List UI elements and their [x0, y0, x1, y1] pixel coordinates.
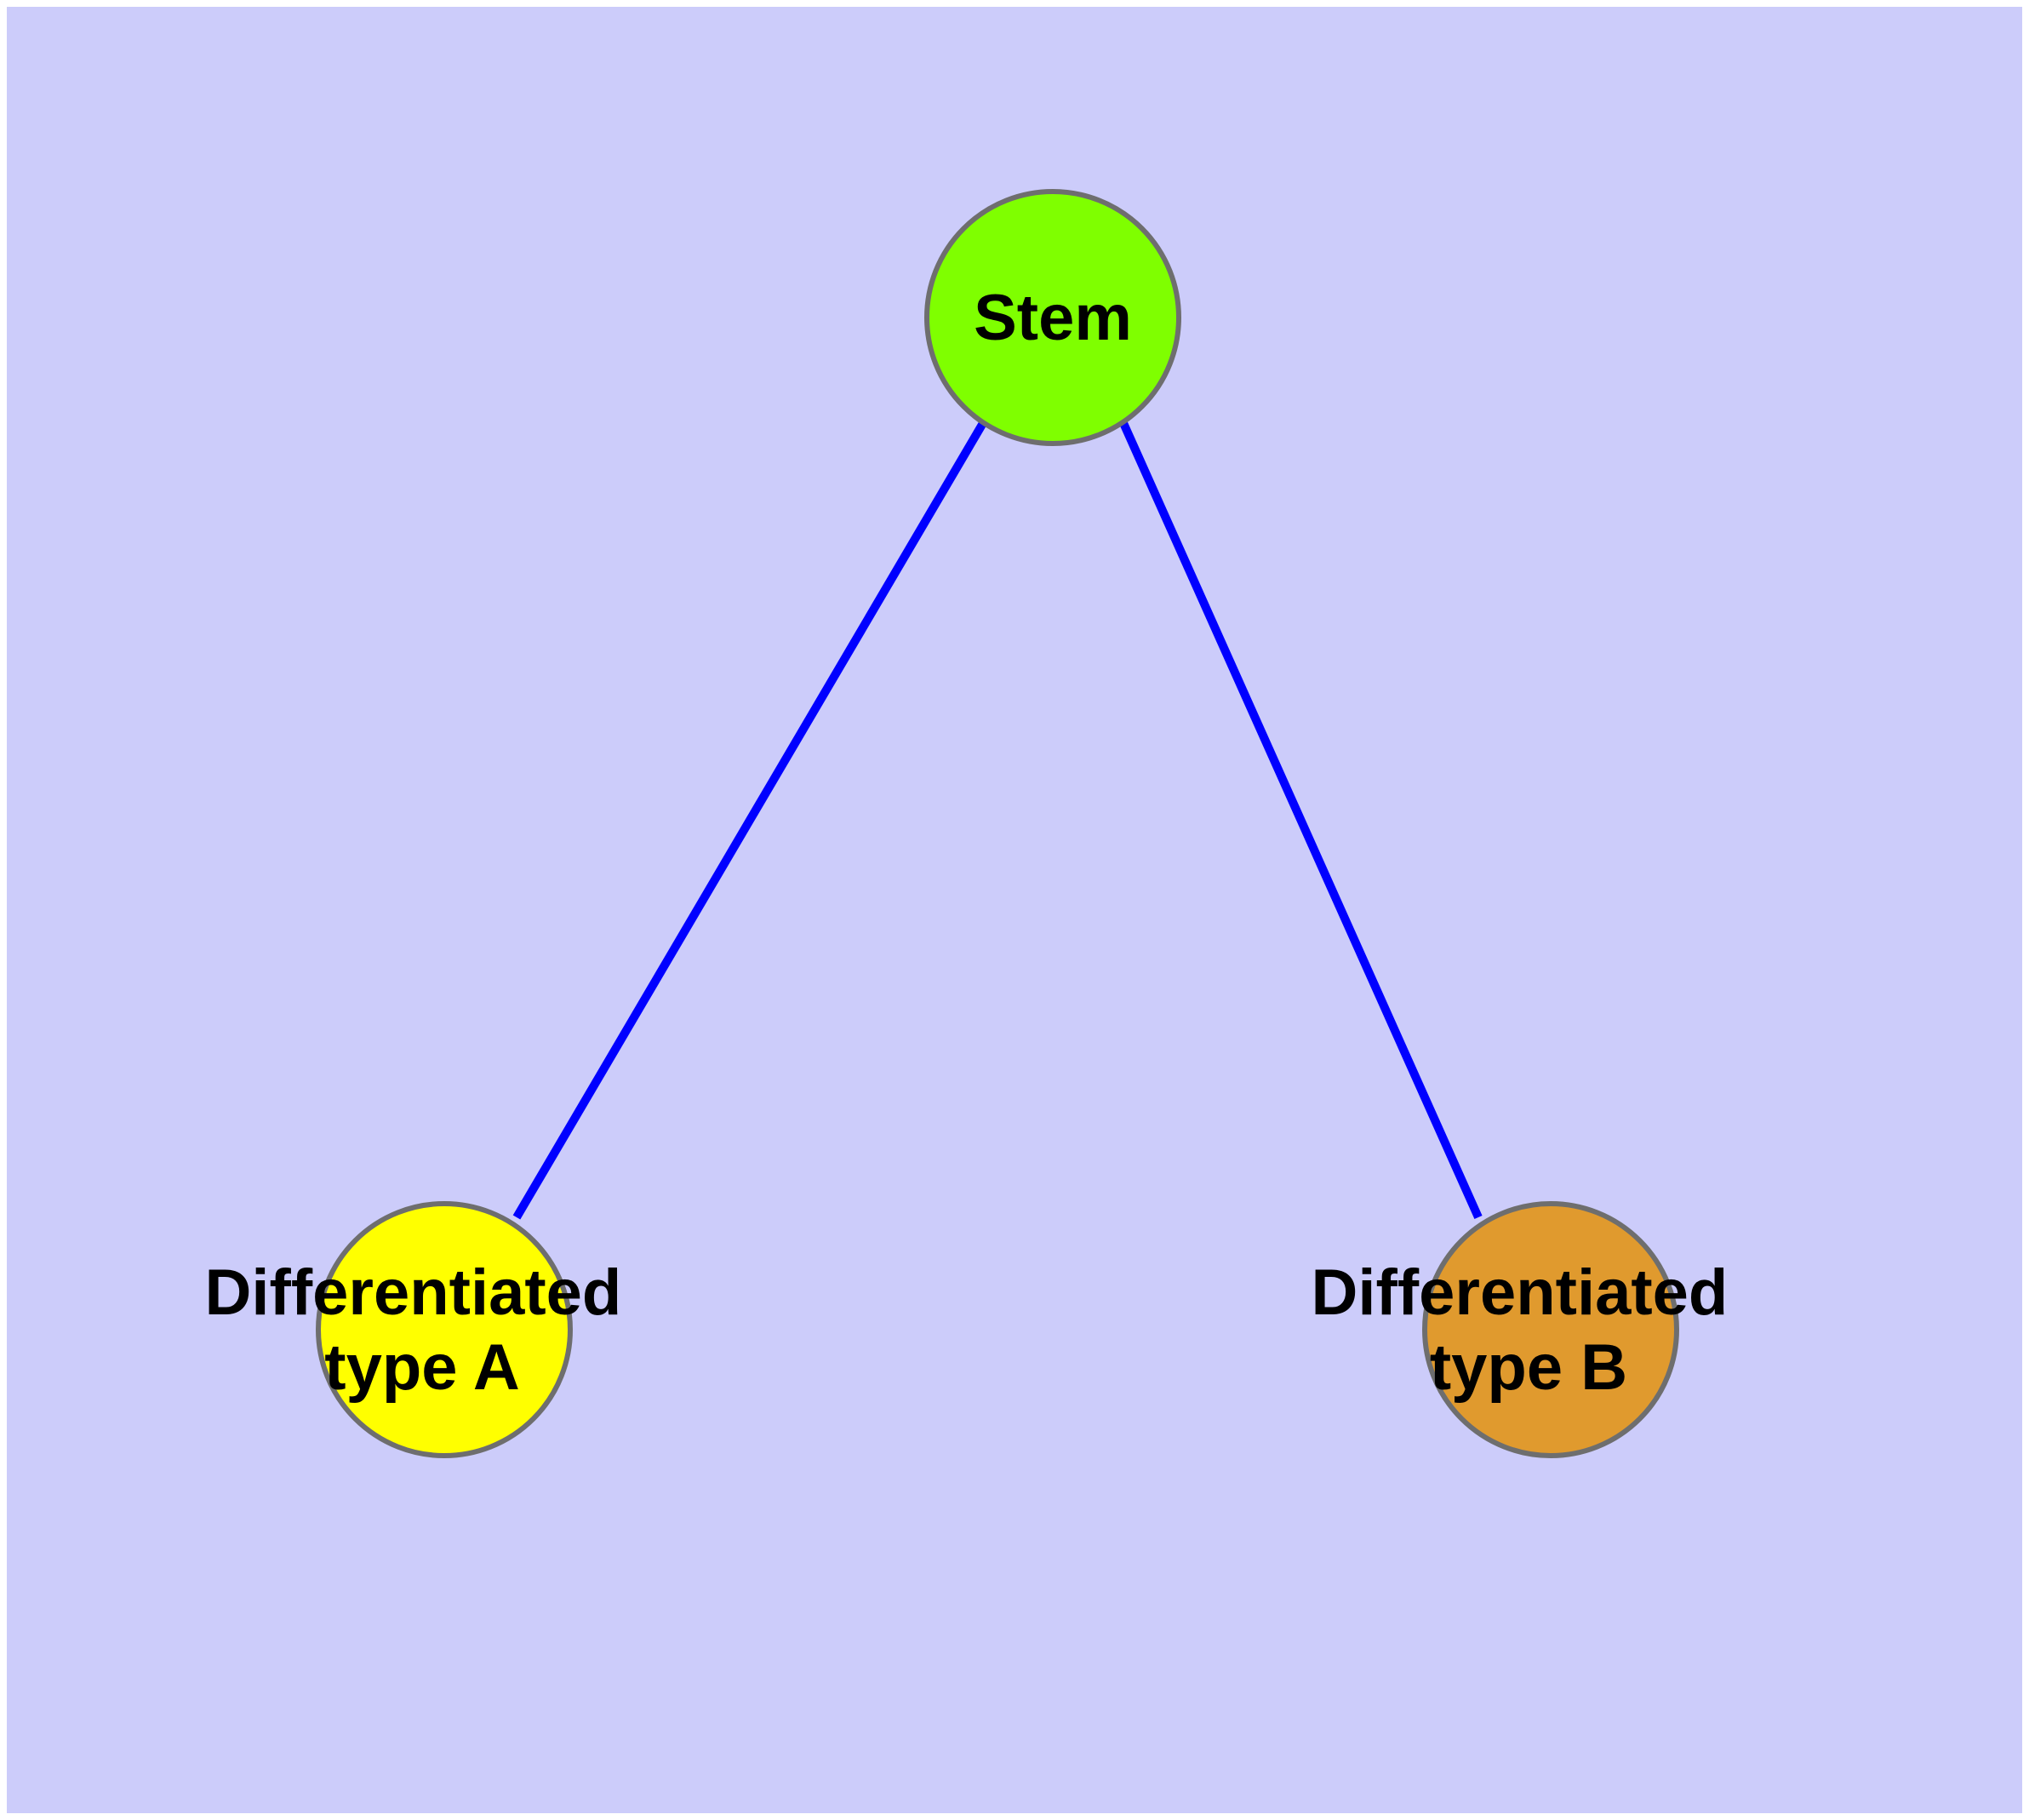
- node-label-stem: Stem: [974, 282, 1132, 354]
- node-layer: [316, 189, 1679, 1458]
- node-label-line: type B: [1430, 1331, 1627, 1404]
- edge-stem-to-differentiated-type-b: [1119, 421, 1483, 1220]
- node-label-line: Differentiated: [1312, 1256, 1729, 1329]
- edge-layer: [512, 421, 1483, 1220]
- label-layer: Differentiated type A Differentiated typ…: [205, 282, 1746, 1404]
- node-circle-differentiated-type-b[interactable]: [1422, 1201, 1679, 1458]
- node-label-line: Differentiated: [205, 1256, 622, 1329]
- node-label-differentiated-type-b: Differentiated type B: [1312, 1256, 1746, 1404]
- node-label-line: Stem: [974, 282, 1132, 354]
- node-circle-differentiated-type-a[interactable]: [316, 1201, 573, 1458]
- node-circle-stem[interactable]: [924, 189, 1181, 446]
- node-label-differentiated-type-a: Differentiated type A: [205, 1256, 640, 1404]
- edge-stem-to-differentiated-type-a: [512, 421, 987, 1220]
- node-label-line: type A: [324, 1331, 519, 1404]
